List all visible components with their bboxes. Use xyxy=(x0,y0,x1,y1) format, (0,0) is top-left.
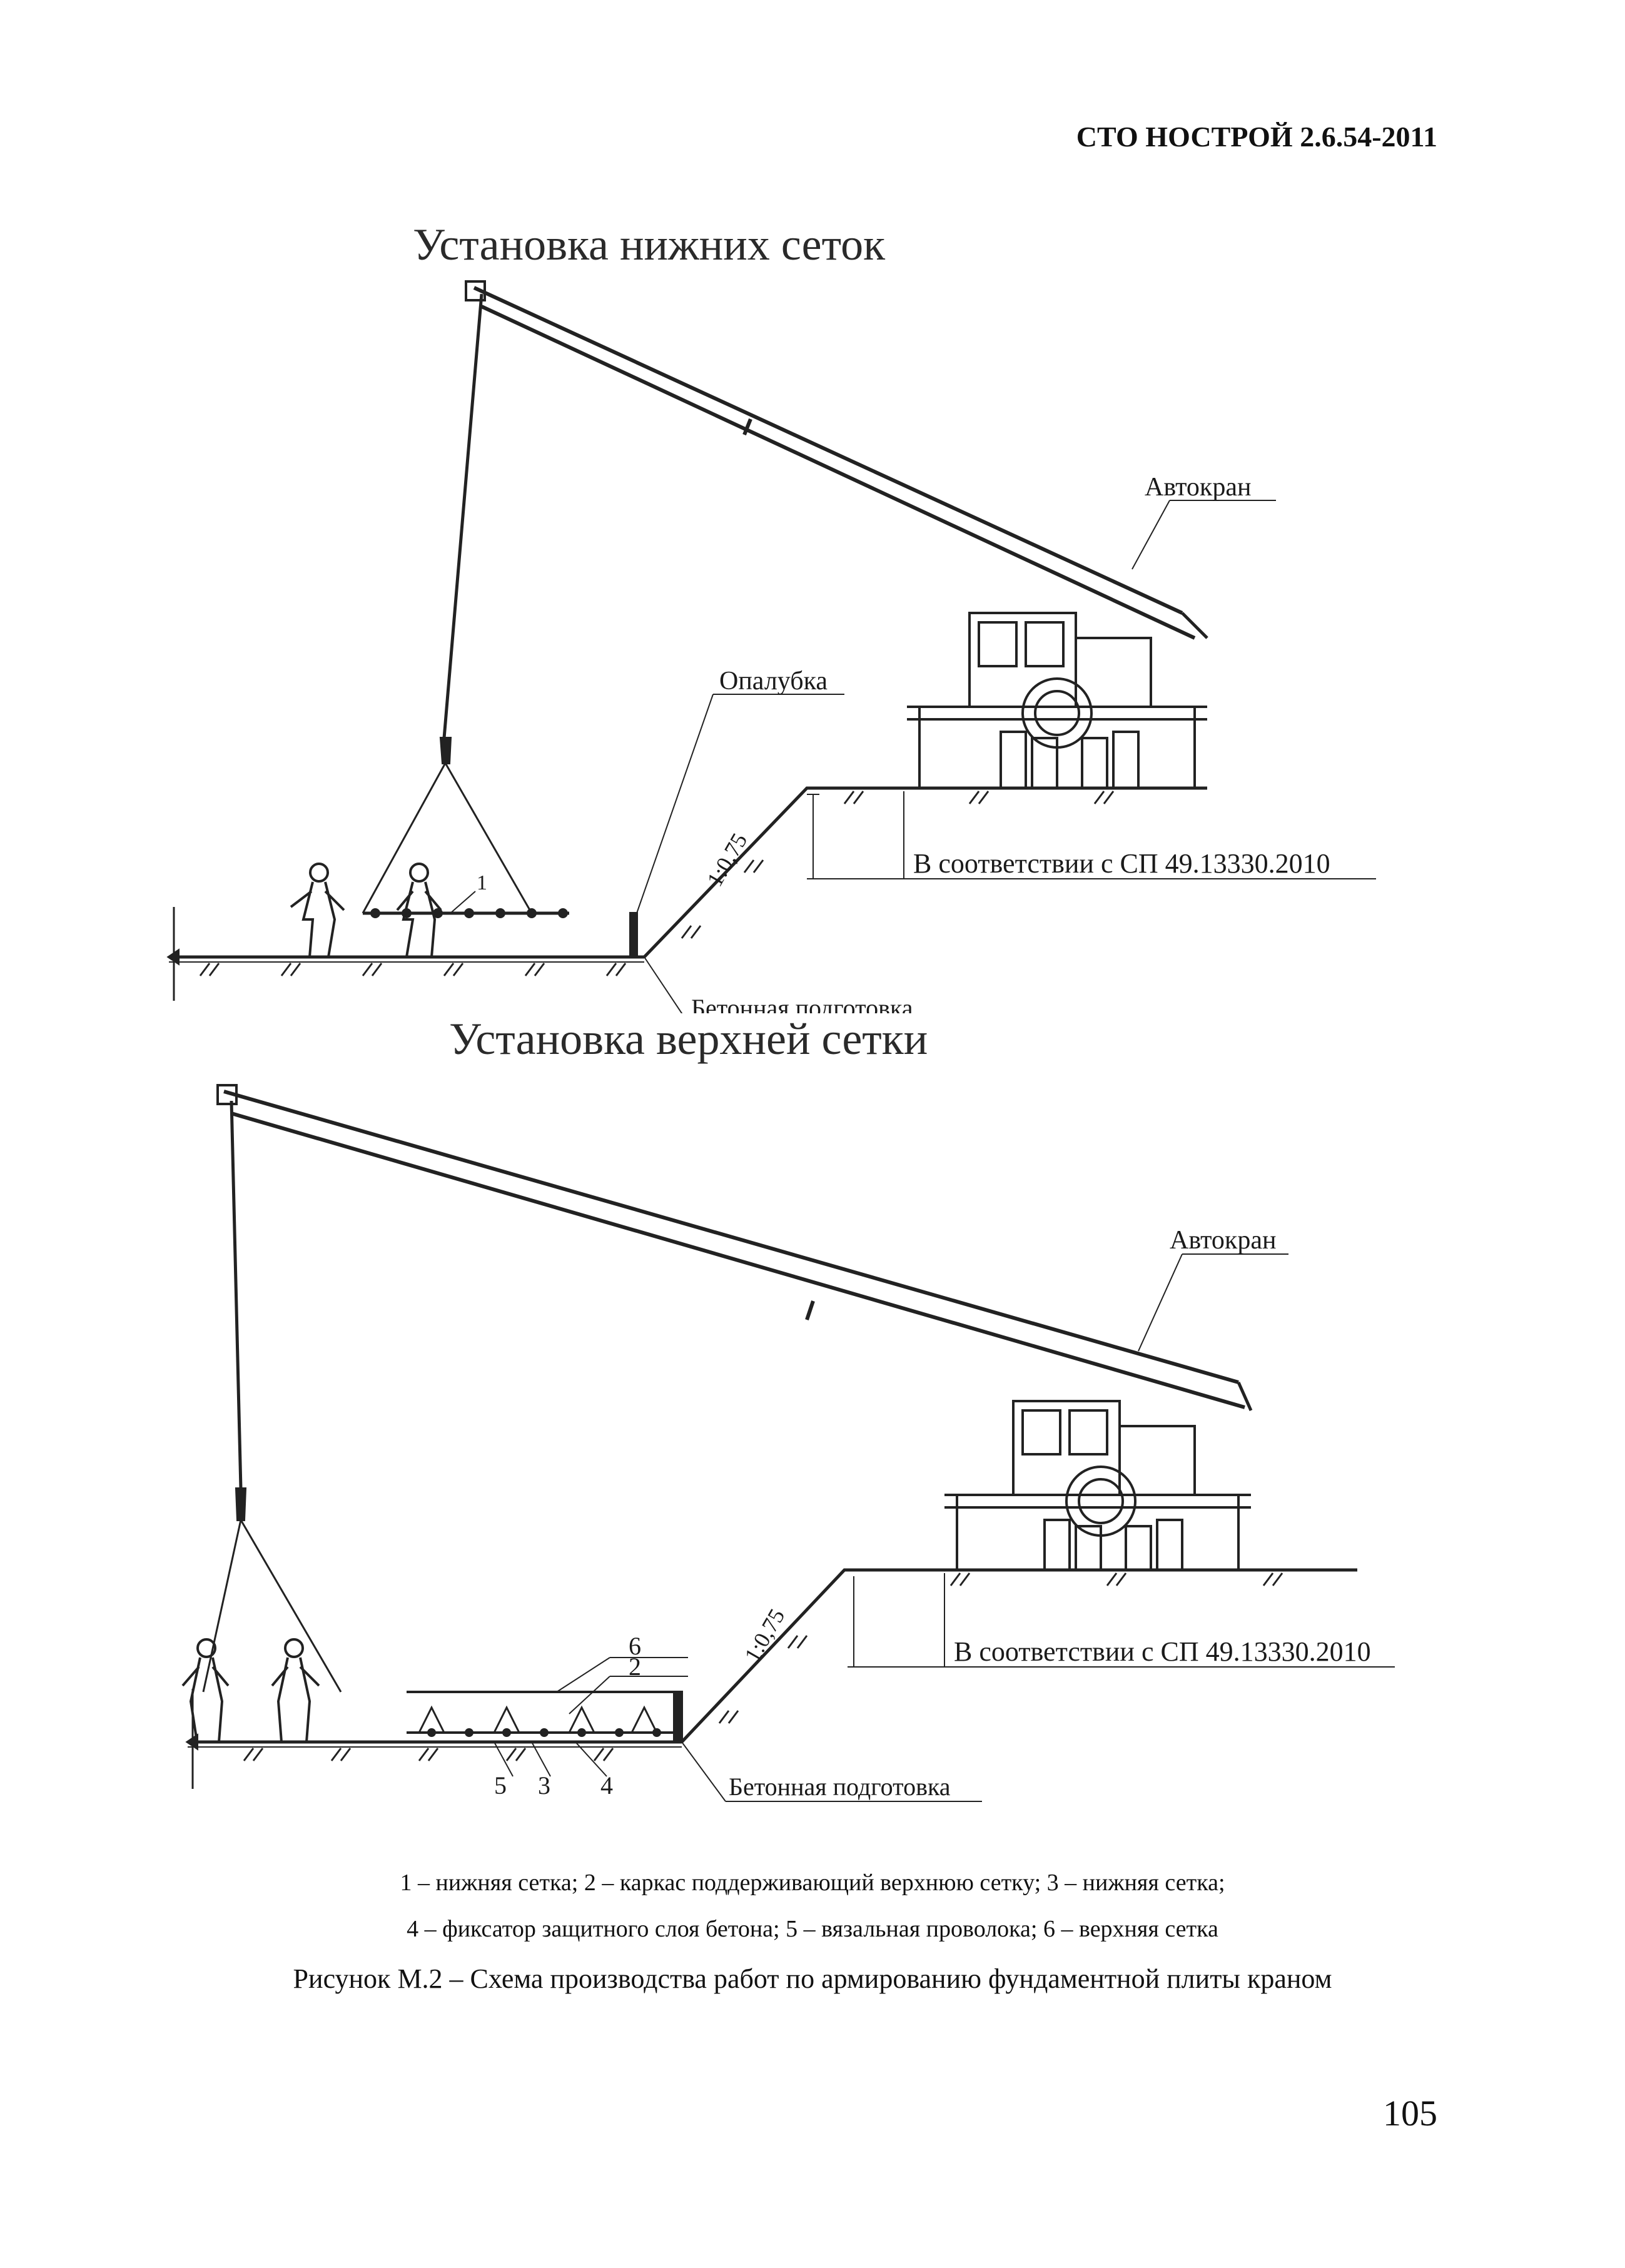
legend-line-1: 1 – нижняя сетка; 2 – каркас поддерживаю… xyxy=(400,1870,1225,1896)
slope-line xyxy=(643,786,1207,958)
label-formwork: Опалубка xyxy=(719,667,828,696)
crane-boom xyxy=(473,286,1183,615)
figure-title-upper-mesh: Установка верхней сетки xyxy=(449,1014,928,1064)
boom-tip xyxy=(465,280,486,301)
figure-caption: Рисунок М.2 – Схема производства работ п… xyxy=(293,1963,1332,1994)
label-concrete-base: Бетонная подготовка xyxy=(691,994,913,1013)
sling xyxy=(362,762,533,914)
worker-left xyxy=(290,863,345,958)
document-code: СТО НОСТРОЙ 2.6.54-2011 xyxy=(1076,121,1437,153)
callout-4: 4 xyxy=(600,1771,613,1800)
slope-hatch xyxy=(681,791,1115,939)
crane-leader xyxy=(1131,500,1170,570)
diagram-lower-meshes: Автокран Опалубка 1:0,75 В соответствии … xyxy=(166,280,1376,1013)
base-leader xyxy=(681,1741,726,1802)
ground-hatch xyxy=(243,1748,614,1761)
label-crane: Автокран xyxy=(1145,473,1251,502)
callout-6: 6 xyxy=(629,1632,641,1660)
label-dimension-note: В соответствии с СП 49.13330.2010 xyxy=(913,848,1330,879)
hook xyxy=(235,1487,247,1521)
label-concrete-base: Бетонная подготовка xyxy=(729,1773,951,1801)
callout-1: 1 xyxy=(477,871,487,894)
crane-leader xyxy=(1138,1253,1183,1352)
callout-3: 3 xyxy=(538,1771,550,1800)
boom-tip xyxy=(216,1084,238,1105)
hoist-line xyxy=(230,1100,243,1489)
page-number: 105 xyxy=(1383,2093,1437,2134)
figure-title-lower-meshes: Установка нижних сеток xyxy=(413,220,886,270)
label-slope: 1:0,75 xyxy=(702,829,752,891)
sling xyxy=(202,1519,342,1693)
slope-line xyxy=(681,1568,1357,1743)
base-leader xyxy=(644,956,683,1013)
formwork-leader xyxy=(636,694,714,914)
support-frame xyxy=(418,1705,658,1733)
crane-boom xyxy=(223,1090,1239,1384)
crane-vehicle xyxy=(907,612,1207,789)
worker-left xyxy=(181,1638,230,1743)
hoist-line xyxy=(442,293,483,739)
callout-1-leader xyxy=(450,891,476,914)
ground-hatch xyxy=(199,963,627,976)
hook xyxy=(439,737,452,764)
callout-4-leader xyxy=(575,1741,607,1777)
legend-line-2: 4 – фиксатор защитного слоя бетона; 5 – … xyxy=(407,1916,1218,1942)
formwork-board xyxy=(629,912,638,958)
label-dimension-note: В соответствии с СП 49.13330.2010 xyxy=(954,1636,1371,1667)
diagram-upper-mesh: Автокран 1:0,75 В соответствии с СП 49.1… xyxy=(181,1084,1395,1802)
formwork-board xyxy=(673,1691,683,1743)
label-crane: Автокран xyxy=(1170,1226,1276,1255)
worker-right xyxy=(271,1638,320,1743)
crane-vehicle xyxy=(944,1400,1251,1571)
slope-hatch xyxy=(718,1572,1283,1724)
callout-5: 5 xyxy=(494,1771,507,1800)
callout-3-leader xyxy=(531,1741,551,1777)
worker-right xyxy=(396,863,442,958)
callout-5-leader xyxy=(494,1741,514,1777)
callout-2: 2 xyxy=(629,1653,641,1681)
